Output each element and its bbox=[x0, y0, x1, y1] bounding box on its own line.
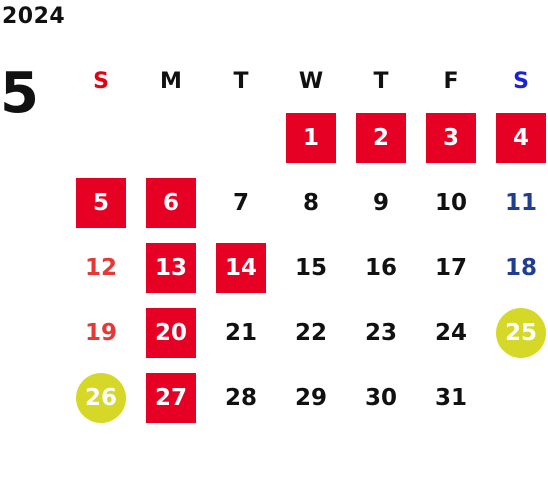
day-number: 21 bbox=[224, 319, 257, 346]
week-row: 12 13 14 15 16 17 18 bbox=[66, 235, 548, 300]
day-cell: 1 bbox=[276, 105, 346, 170]
day-number: 19 bbox=[84, 319, 117, 346]
weekday-header-row: S M T W T F S bbox=[66, 58, 548, 104]
day-cell: 25 bbox=[486, 300, 548, 365]
day-cell: 31 bbox=[416, 365, 486, 430]
calendar-month: 5 bbox=[0, 61, 39, 126]
day-number: 5 bbox=[76, 177, 126, 228]
day-cell: 21 bbox=[206, 300, 276, 365]
day-cell: 9 bbox=[346, 170, 416, 235]
day-cell: 20 bbox=[136, 300, 206, 365]
day-cell: 23 bbox=[346, 300, 416, 365]
day-number: 3 bbox=[426, 112, 476, 163]
day-number: 15 bbox=[294, 254, 327, 281]
weekday-sunday: S bbox=[93, 68, 109, 94]
day-number: 27 bbox=[146, 372, 196, 423]
day-number: 4 bbox=[496, 112, 546, 163]
day-cell: 8 bbox=[276, 170, 346, 235]
day-number: 25 bbox=[496, 307, 546, 358]
day-cell: 2 bbox=[346, 105, 416, 170]
day-number: 14 bbox=[216, 242, 266, 293]
day-cell: 18 bbox=[486, 235, 548, 300]
day-cell bbox=[136, 105, 206, 170]
day-cell: 19 bbox=[66, 300, 136, 365]
day-cell: 24 bbox=[416, 300, 486, 365]
day-cell: 10 bbox=[416, 170, 486, 235]
weekday-saturday: S bbox=[513, 68, 529, 94]
day-number: 31 bbox=[434, 384, 467, 411]
day-number: 23 bbox=[364, 319, 397, 346]
day-number: 22 bbox=[294, 319, 327, 346]
day-cell: 15 bbox=[276, 235, 346, 300]
day-cell: 4 bbox=[486, 105, 548, 170]
weekday-thursday: T bbox=[373, 68, 389, 94]
day-cell bbox=[206, 105, 276, 170]
calendar-year: 2024 bbox=[2, 4, 66, 29]
day-number: 1 bbox=[286, 112, 336, 163]
day-cell: 22 bbox=[276, 300, 346, 365]
day-number: 2 bbox=[356, 112, 406, 163]
day-cell bbox=[66, 105, 136, 170]
weekday-wednesday: W bbox=[298, 68, 324, 94]
day-number: 11 bbox=[504, 189, 537, 216]
day-cell: 5 bbox=[66, 170, 136, 235]
day-cell: 17 bbox=[416, 235, 486, 300]
day-number: 7 bbox=[232, 189, 249, 216]
day-cell: 27 bbox=[136, 365, 206, 430]
day-cell: 11 bbox=[486, 170, 548, 235]
day-cell bbox=[486, 365, 548, 430]
day-number: 30 bbox=[364, 384, 397, 411]
day-number: 29 bbox=[294, 384, 327, 411]
weekday-monday: M bbox=[160, 68, 182, 94]
day-number: 9 bbox=[372, 189, 389, 216]
day-cell: 26 bbox=[66, 365, 136, 430]
week-row: 26 27 28 29 30 31 bbox=[66, 365, 548, 430]
day-cell: 29 bbox=[276, 365, 346, 430]
weekday-friday: F bbox=[443, 68, 459, 94]
day-cell: 12 bbox=[66, 235, 136, 300]
weekday-tuesday: T bbox=[233, 68, 249, 94]
week-row: 19 20 21 22 23 24 25 bbox=[66, 300, 548, 365]
day-cell: 13 bbox=[136, 235, 206, 300]
day-cell: 14 bbox=[206, 235, 276, 300]
day-cell: 16 bbox=[346, 235, 416, 300]
day-number: 24 bbox=[434, 319, 467, 346]
day-cell: 6 bbox=[136, 170, 206, 235]
day-number: 17 bbox=[434, 254, 467, 281]
day-cell: 3 bbox=[416, 105, 486, 170]
day-number: 12 bbox=[84, 254, 117, 281]
day-number: 13 bbox=[146, 242, 196, 293]
day-number: 18 bbox=[504, 254, 537, 281]
day-number: 6 bbox=[146, 177, 196, 228]
day-number: 10 bbox=[434, 189, 467, 216]
day-cell: 7 bbox=[206, 170, 276, 235]
day-number: 16 bbox=[364, 254, 397, 281]
day-number: 28 bbox=[224, 384, 257, 411]
day-number: 8 bbox=[302, 189, 319, 216]
day-number: 20 bbox=[146, 307, 196, 358]
day-number: 26 bbox=[76, 372, 126, 423]
day-cell: 28 bbox=[206, 365, 276, 430]
day-cell: 30 bbox=[346, 365, 416, 430]
